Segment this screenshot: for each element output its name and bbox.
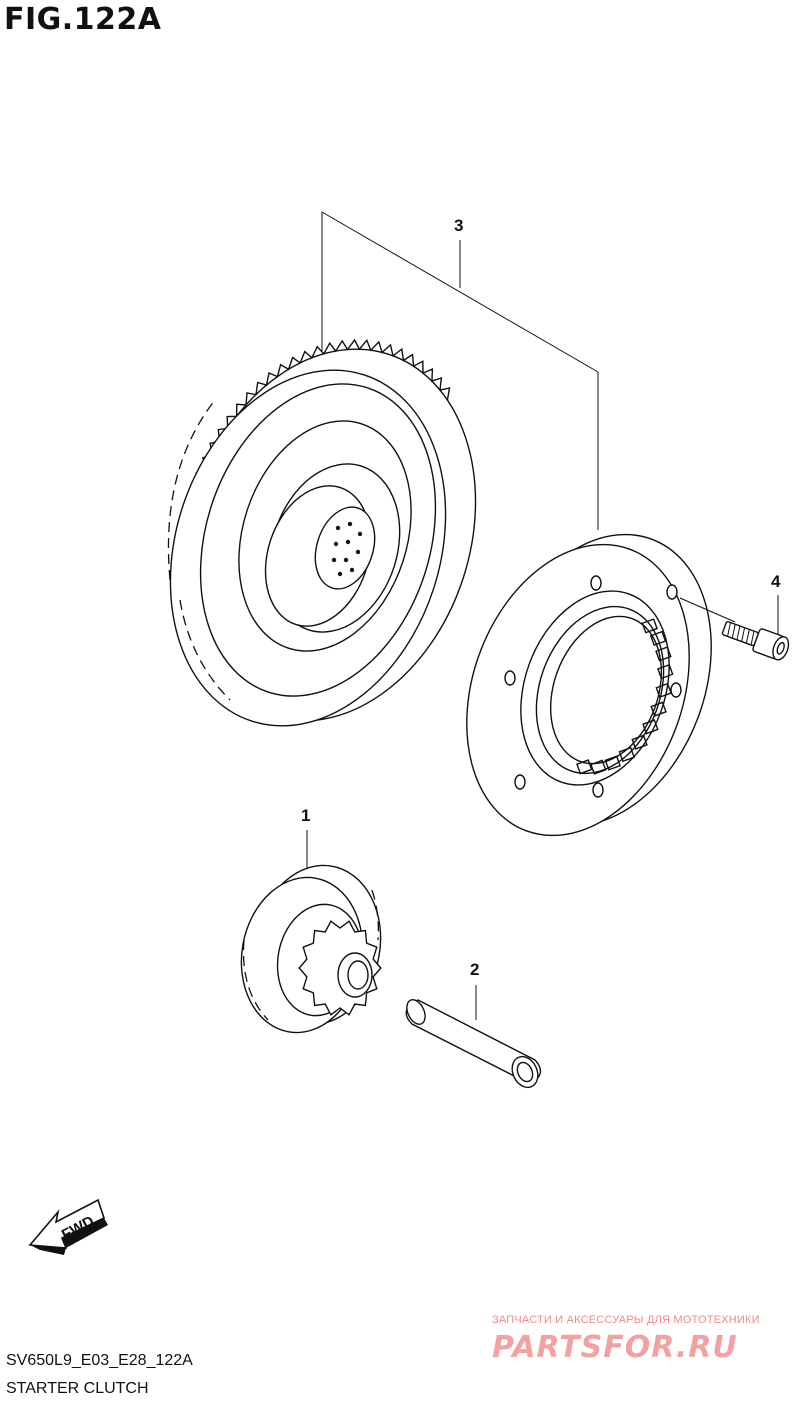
one-way-clutch — [466, 533, 712, 837]
watermark-tagline: ЗАПЧАСТИ И АКСЕССУАРЫ ДЛЯ МОТОТЕХНИКИ — [492, 1314, 760, 1326]
idle-gear-shaft — [405, 999, 542, 1089]
callout-2: 2 — [470, 960, 480, 979]
leader-part-3 — [321, 211, 599, 530]
callout-1: 1 — [301, 806, 311, 825]
callout-3: 3 — [454, 216, 464, 235]
starter-driven-gear — [167, 338, 477, 727]
diagram-code: SV650L9_E03_E28_122A — [6, 1352, 193, 1369]
fwd-arrow-icon — [28, 1198, 108, 1255]
callout-4: 4 — [771, 572, 781, 591]
figure-title: FIG.122A — [4, 2, 162, 37]
clutch-bolt — [721, 621, 790, 661]
assembly-name: STARTER CLUTCH — [6, 1380, 149, 1397]
watermark-logo: PARTSFOR.RU — [492, 1330, 738, 1365]
starter-idle-gear — [240, 864, 382, 1034]
